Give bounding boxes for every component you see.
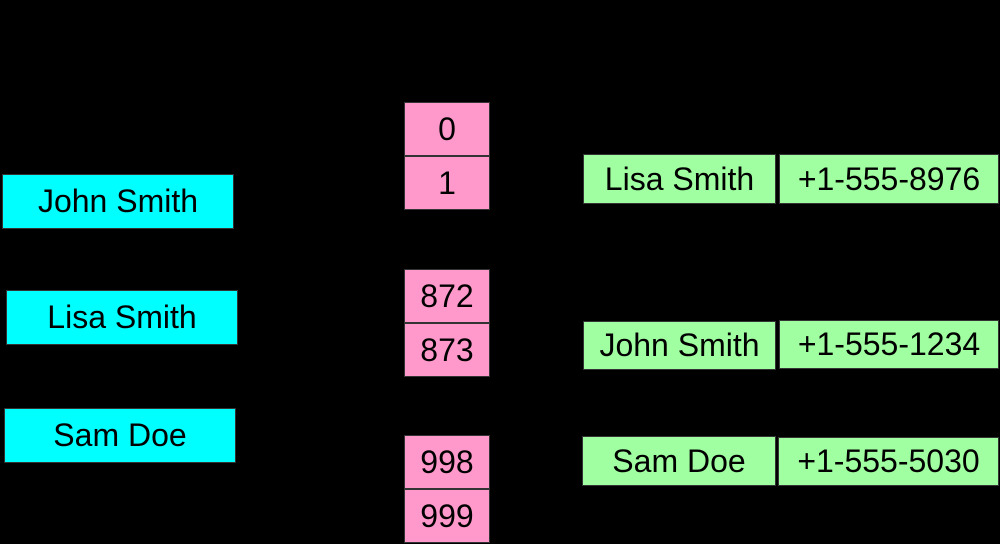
- bucket-box: 1: [404, 156, 490, 210]
- entry-name: Lisa Smith: [583, 154, 776, 204]
- key-box: Sam Doe: [4, 408, 236, 463]
- bucket-box: 873: [404, 323, 490, 377]
- key-box: John Smith: [2, 174, 234, 229]
- entry-phone: +1-555-8976: [779, 154, 999, 204]
- bucket-box: 0: [404, 102, 490, 156]
- bucket-box: 998: [404, 435, 490, 489]
- bucket-box: 872: [404, 269, 490, 323]
- entry-name: John Smith: [583, 321, 776, 370]
- bucket-box: 999: [404, 489, 490, 543]
- key-box: Lisa Smith: [6, 290, 238, 345]
- entry-name: Sam Doe: [582, 436, 776, 486]
- entry-phone: +1-555-5030: [778, 437, 999, 486]
- entry-phone: +1-555-1234: [779, 320, 999, 369]
